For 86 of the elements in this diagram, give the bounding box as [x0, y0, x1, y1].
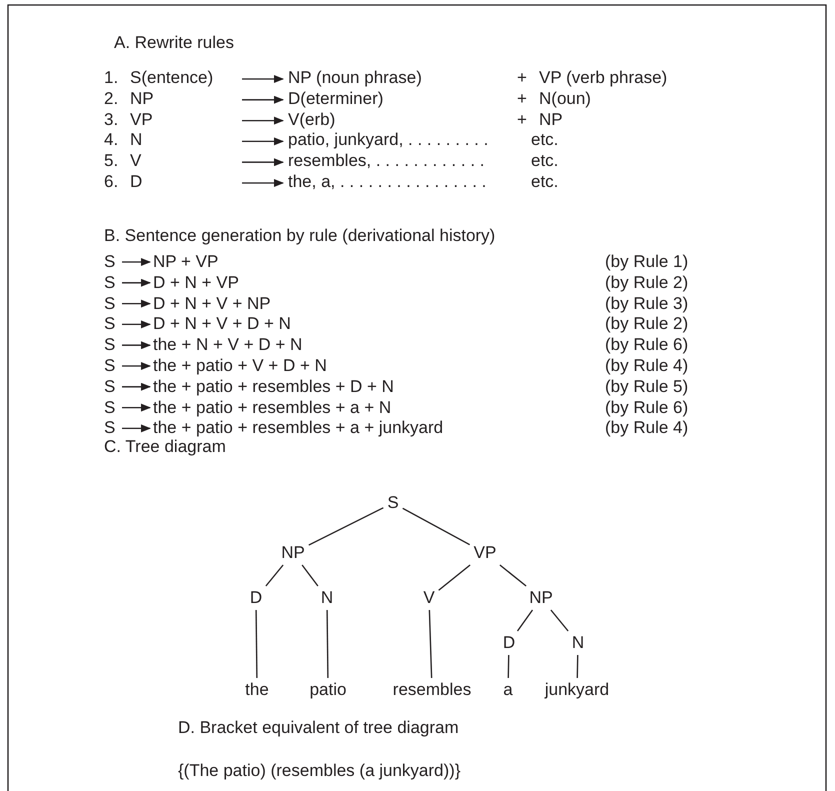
rule-symbol: VP: [130, 110, 153, 130]
rule-expansion: resembles, . . . . . . . . . . . .: [288, 151, 484, 172]
tree-node-label: N: [320, 588, 334, 608]
rule-symbol: D: [130, 172, 142, 192]
derivation-symbol: S: [104, 356, 116, 376]
rule-reference: (by Rule 6): [605, 398, 688, 418]
tree-branch: [500, 564, 526, 586]
rule-expansion: V(erb): [288, 110, 336, 130]
rule-reference: (by Rule 2): [605, 272, 688, 293]
rule-symbol: S(entence): [130, 68, 214, 88]
rule-reference: (by Rule 4): [605, 356, 688, 376]
tree-node-label: N: [570, 633, 586, 653]
rule-symbol: V: [130, 151, 142, 172]
tree-node-label: NP: [528, 588, 554, 608]
tree-branch: [438, 564, 470, 591]
rule-number: 3.: [104, 110, 118, 130]
rule-number: 5.: [104, 151, 118, 172]
rule-reference: (by Rule 2): [605, 314, 688, 334]
tree-node-label: V: [422, 588, 436, 608]
tree-branch: [308, 507, 384, 546]
derivation-symbol: S: [104, 272, 116, 293]
rule-expansion: D(eterminer): [288, 88, 384, 109]
tree-node-label: VP: [472, 543, 498, 563]
plus-sign: +: [517, 68, 527, 88]
derivation-step: the + patio + V + D + N: [153, 356, 327, 376]
rule-etc: etc.: [531, 172, 558, 192]
derivation-symbol: S: [104, 252, 116, 272]
tree-branch: [326, 610, 329, 678]
rule-number: 1.: [104, 68, 118, 88]
leaf-word: the: [244, 680, 270, 700]
derivation-step: NP + VP: [153, 252, 218, 272]
tree-node-label: D: [502, 633, 516, 653]
rule-expansion: VP (verb phrase): [539, 68, 668, 88]
leaf-word: junkyard: [544, 680, 610, 700]
rule-number: 2.: [104, 88, 118, 109]
tree-branch: [516, 610, 534, 632]
rule-symbol: NP: [130, 88, 154, 109]
leaf-word: resembles: [392, 680, 472, 700]
rule-reference: (by Rule 3): [605, 294, 688, 314]
tree-branch: [402, 508, 470, 546]
rule-expansion: NP (noun phrase): [288, 68, 422, 88]
tree-branch: [428, 610, 432, 678]
derivation-step: D + N + V + NP: [153, 294, 271, 314]
derivation-symbol: S: [104, 376, 116, 397]
rule-reference: (by Rule 4): [605, 418, 688, 438]
derivation-symbol: S: [104, 294, 116, 314]
tree-branch: [576, 654, 578, 678]
tree-branch: [265, 564, 284, 586]
rule-etc: etc.: [531, 130, 558, 150]
derivation-step: the + patio + resembles + a + N: [153, 398, 392, 418]
bracket-notation: {(The patio) (resembles (a junkyard))}: [178, 761, 461, 781]
rule-expansion: patio, junkyard, . . . . . . . . .: [288, 130, 488, 150]
rule-number: 4.: [104, 130, 118, 150]
derivation-step: D + N + V + D + N: [153, 314, 291, 334]
rule-number: 6.: [104, 172, 118, 192]
plus-sign: +: [517, 88, 527, 109]
derivation-symbol: S: [104, 398, 116, 418]
tree-branch: [302, 564, 318, 586]
derivation-step: the + N + V + D + N: [153, 335, 302, 356]
section-heading: C. Tree diagram: [104, 437, 226, 457]
rule-reference: (by Rule 6): [605, 335, 688, 356]
rule-symbol: N: [130, 130, 142, 150]
tree-branch: [508, 654, 510, 678]
derivation-step: D + N + VP: [153, 272, 239, 293]
leaf-word: a: [502, 680, 514, 700]
rule-expansion: N(oun): [539, 88, 591, 109]
derivation-step: the + patio + resembles + a + junkyard: [153, 418, 444, 438]
derivation-symbol: S: [104, 314, 116, 334]
tree-branch: [255, 610, 258, 678]
rule-reference: (by Rule 1): [605, 252, 688, 272]
leaf-word: patio: [308, 680, 348, 700]
derivation-symbol: S: [104, 335, 116, 356]
tree-node-label: D: [248, 588, 264, 608]
tree-branch: [550, 610, 569, 632]
plus-sign: +: [517, 110, 527, 130]
derivation-step: the + patio + resembles + D + N: [153, 376, 394, 397]
section-heading: D. Bracket equivalent of tree diagram: [178, 718, 459, 738]
rule-reference: (by Rule 5): [605, 376, 688, 397]
tree-node-label: S: [386, 493, 400, 513]
section-heading: A. Rewrite rules: [114, 33, 234, 53]
rule-etc: etc.: [531, 151, 558, 172]
rule-expansion: NP: [539, 110, 563, 130]
tree-node-label: NP: [280, 543, 306, 563]
rule-expansion: the, a, . . . . . . . . . . . . . . . .: [288, 172, 486, 192]
derivation-symbol: S: [104, 418, 116, 438]
section-heading: B. Sentence generation by rule (derivational history): [104, 226, 496, 246]
